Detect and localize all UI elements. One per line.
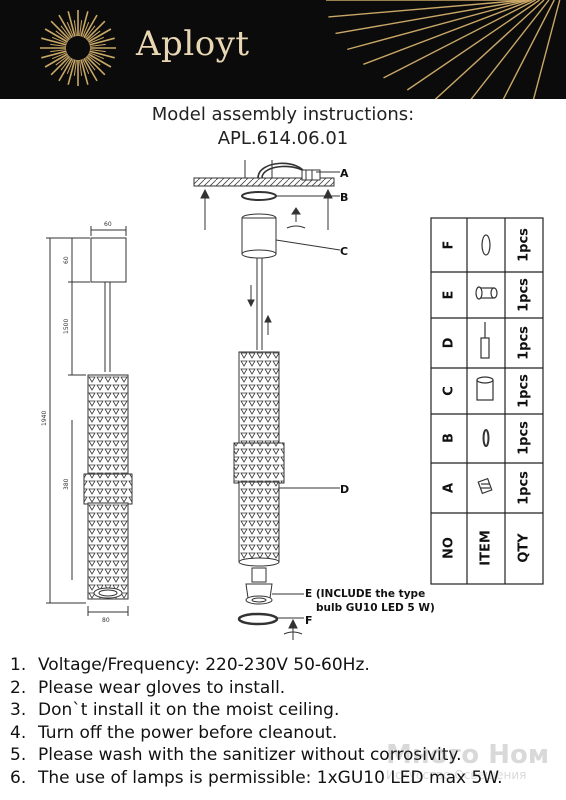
instruction-text: Don`t install it on the moist ceiling.	[38, 700, 340, 721]
tube-icon	[480, 322, 490, 359]
dim-cable: 1500	[63, 319, 70, 334]
callout-a: A	[340, 167, 349, 180]
parts-table	[430, 217, 544, 585]
model-number: APL.614.06.01	[217, 128, 349, 149]
part-quantity: 1pcs	[517, 326, 532, 360]
instruction-text: Voltage/Frequency: 220-230V 50-60Hz.	[38, 655, 370, 675]
ring-icon	[482, 429, 490, 447]
page-title: Model assembly instructions:	[151, 104, 415, 125]
watermark-subtext: Искусство Освещения	[386, 768, 527, 782]
assembly-diagram: 60 60 1500 1940 380 80	[41, 160, 544, 640]
socket-icon	[475, 286, 498, 300]
dim-total: 1940	[41, 411, 48, 426]
oval-ring-icon	[481, 234, 491, 256]
part-quantity: 1pcs	[517, 278, 532, 312]
instruction-item: 5. Please wash with the sanitizer without…	[10, 744, 566, 767]
brand-logo-text: Aployt	[136, 24, 250, 64]
part-letter: F	[442, 241, 457, 250]
dim-top-height: 60	[63, 256, 70, 264]
part-quantity: 1pcs	[517, 374, 532, 408]
sunburst-logo-icon	[40, 0, 561, 99]
instruction-number: 5.	[10, 745, 27, 766]
instruction-text: Turn off the power before cleanout.	[38, 722, 338, 743]
instruction-item: 6. The use of lamps is permissible: 1xGU1…	[10, 767, 566, 790]
callout-d: D	[340, 483, 349, 496]
instruction-number: 4.	[10, 722, 27, 743]
part-quantity: 1pcs	[517, 471, 532, 505]
exploded-assembly-view	[193, 160, 341, 640]
table-header-item: ITEM	[479, 530, 494, 566]
dim-body: 380	[63, 478, 70, 490]
watermark-text: Много Ном	[386, 740, 550, 770]
instruction-number: 6.	[10, 767, 27, 788]
callout-e-bulb: bulb GU10 LED 5 W)	[316, 602, 435, 614]
instructions-list: 1.Voltage/Frequency: 220-230V 50-60Hz.2.…	[10, 654, 566, 790]
callout-e: E (INCLUDE the type	[305, 588, 425, 600]
instruction-text: The use of lamps is permissible: 1xGU10 …	[38, 767, 503, 788]
dim-top-width: 60	[104, 221, 112, 228]
cup-icon	[476, 376, 494, 401]
table-header-qty: QTY	[517, 533, 532, 563]
part-letter: E	[442, 291, 457, 300]
instruction-item: 1. Voltage/Frequency: 220-230V 50-60Hz.	[10, 654, 566, 677]
part-letter: B	[442, 433, 457, 443]
brand-header: Aployt	[0, 0, 566, 99]
instruction-number: 1.	[10, 655, 27, 675]
table-header-no: NO	[442, 537, 457, 559]
callout-f: F	[305, 614, 313, 627]
part-quantity: 1pcs	[517, 421, 532, 455]
part-quantity: 1pcs	[517, 228, 532, 262]
dimensioned-lamp-drawing	[46, 226, 133, 616]
instruction-item: 3. Don`t install it on the moist ceiling.	[10, 699, 566, 722]
instruction-text: Please wash with the sanitizer without c…	[38, 745, 462, 766]
part-letter: C	[442, 386, 457, 396]
watermark-logo: Много Ном Искусство Освещения	[386, 740, 549, 782]
instruction-number: 2.	[10, 677, 27, 698]
connector-icon	[477, 477, 493, 495]
instruction-number: 3.	[10, 700, 27, 721]
callout-c: C	[340, 245, 348, 258]
part-letter: A	[442, 483, 457, 493]
callout-b: B	[340, 191, 348, 204]
dim-bottom-width: 80	[102, 617, 110, 624]
instruction-item: 4. Turn off the power before cleanout.	[10, 722, 566, 745]
instruction-item: 2. Please wear gloves to install.	[10, 677, 566, 700]
part-letter: D	[442, 337, 457, 348]
instruction-text: Please wear gloves to install.	[38, 677, 286, 698]
